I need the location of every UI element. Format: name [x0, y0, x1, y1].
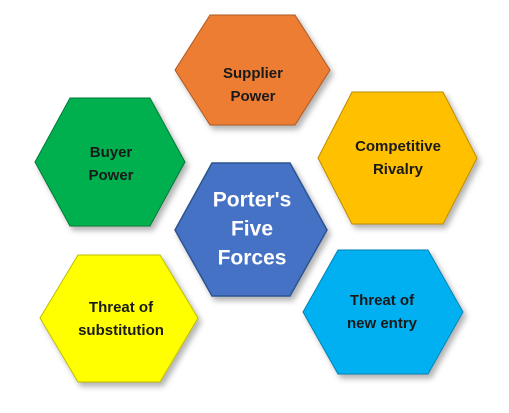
hex-supplier-power: Supplier Power	[174, 14, 331, 126]
hex-threat-of-new-entry-line1: Threat of	[350, 292, 415, 309]
hex-buyer-power-line1: Buyer	[90, 144, 133, 161]
hex-supplier-power-line1: Supplier	[223, 65, 283, 82]
hex-competitive-rivalry-line1: Competitive	[355, 138, 441, 155]
center-title-line3: Forces	[218, 247, 287, 270]
hex-threat-of-substitution-line2: substitution	[78, 322, 164, 339]
hex-threat-of-new-entry-shape	[302, 249, 464, 375]
hex-buyer-power-line2: Power	[88, 167, 133, 184]
hex-supplier-power-shape	[174, 14, 331, 126]
hex-threat-of-substitution-line1: Threat of	[89, 299, 154, 316]
hex-threat-of-substitution-shape	[39, 254, 199, 383]
hex-competitive-rivalry-shape	[317, 91, 478, 225]
hex-buyer-power-shape	[34, 97, 186, 227]
hex-threat-of-new-entry: Threat of new entry	[302, 249, 464, 375]
hex-center-shape	[174, 162, 328, 297]
hex-threat-of-substitution: Threat of substitution	[39, 254, 199, 383]
center-title-line2: Five	[231, 218, 273, 241]
hex-supplier-power-line2: Power	[230, 88, 275, 105]
hex-competitive-rivalry-line2: Rivalry	[373, 161, 424, 178]
hex-threat-of-new-entry-line2: new entry	[347, 315, 418, 332]
hex-center-porters-five-forces: Porter's Five Forces	[174, 162, 328, 297]
center-title-line1: Porter's	[213, 189, 292, 212]
hex-buyer-power: Buyer Power	[34, 97, 186, 227]
hex-competitive-rivalry: Competitive Rivalry	[317, 91, 478, 225]
